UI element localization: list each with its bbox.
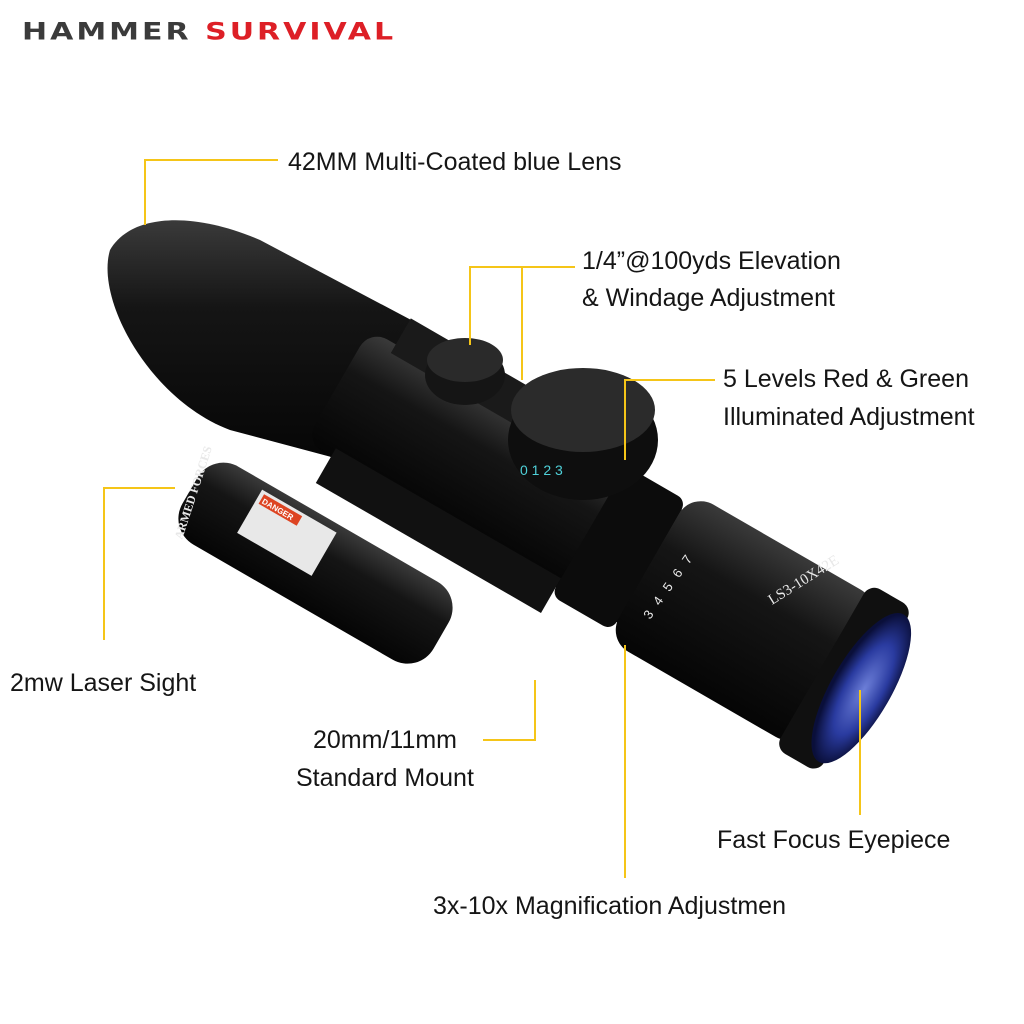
callout-elevation-2: & Windage Adjustment: [582, 284, 835, 312]
leader-lines: [103, 159, 861, 878]
eyepiece-lens: [811, 613, 912, 764]
callout-eyepiece: Fast Focus Eyepiece: [717, 826, 951, 854]
callout-mount-2: Standard Mount: [296, 764, 474, 792]
callout-laser: 2mw Laser Sight: [10, 669, 197, 697]
callout-illumination-2: Illuminated Adjustment: [723, 403, 975, 431]
eyepiece-body: [615, 501, 873, 741]
callout-lens: 42MM Multi-Coated blue Lens: [288, 148, 622, 176]
callout-mount-1: 20mm/11mm: [313, 726, 458, 754]
laser-sight: DANGER: [178, 462, 453, 664]
magnification-ring: [554, 469, 683, 627]
callout-magnification: 3x-10x Magnification Adjustmen: [433, 892, 786, 920]
brand-logo: HAMMER SURVIVAL: [22, 18, 396, 46]
dial-numbers: 0 1 2 3: [520, 462, 563, 478]
logo-part-hammer: HAMMER: [22, 18, 192, 46]
callout-illumination-1: 5 Levels Red & Green: [723, 365, 969, 393]
callout-elevation-1: 1/4”@100yds Elevation: [582, 247, 841, 275]
logo-part-survival: SURVIVAL: [205, 18, 397, 46]
